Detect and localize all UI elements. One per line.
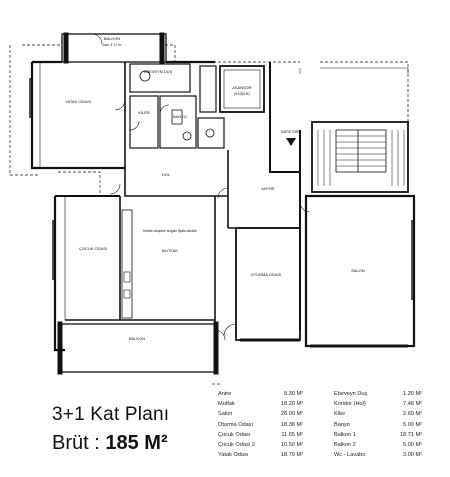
label-pantry: KİLER [138, 110, 150, 115]
label-entry: ANTRE [261, 186, 275, 191]
label-elevator-capacity: (8 KİŞİLİK) [234, 91, 250, 96]
label-kitchen-note: Mutfak dolapları tezgahı fiyata dahildir [143, 229, 198, 233]
kitchen-counter [121, 209, 133, 319]
gross-area: Brüt : 185 M² [52, 432, 168, 455]
top-balcony [61, 33, 167, 63]
label-balcony-top-area: Alan: 4.71 m² [103, 43, 122, 47]
gross-value: 185 M² [105, 432, 168, 454]
bottom-balcony [57, 321, 219, 375]
elevator-shaft [219, 65, 265, 113]
label-salon: SALON [351, 268, 365, 273]
bedroom-wall [30, 62, 125, 170]
gross-label: Brüt : [52, 432, 100, 454]
label-child-room: ÇOCUK ODASI [79, 246, 107, 251]
label-balcony-top: BALKON [104, 36, 120, 41]
label-bedroom: YATAK ODASI [65, 99, 91, 104]
label-balcony-bottom: BALKON [129, 336, 145, 341]
label-entrance: DAİRE GİRİŞ [281, 129, 302, 134]
label-hall: HOL [162, 172, 171, 177]
label-wc: EBEVEYN DUŞ [144, 69, 173, 74]
label-living: OTURMA ODASI [251, 272, 282, 277]
dashed-outline [9, 44, 409, 385]
floor-plan-drawing: BALKON Alan: 4.71 m² EBEVEYN DUŞ YATAK O… [9, 32, 416, 385]
area-row: Koridor (Hol)7.48 M² [334, 401, 422, 408]
label-bathroom: BANYO [173, 114, 187, 119]
staircase [311, 121, 409, 193]
plan-title: 3+1 Kat Planı [52, 404, 170, 425]
label-kitchen: MUTFAK [162, 248, 179, 253]
entrance-marker [286, 138, 296, 146]
label-elevator: ASANSÖR [232, 85, 252, 90]
